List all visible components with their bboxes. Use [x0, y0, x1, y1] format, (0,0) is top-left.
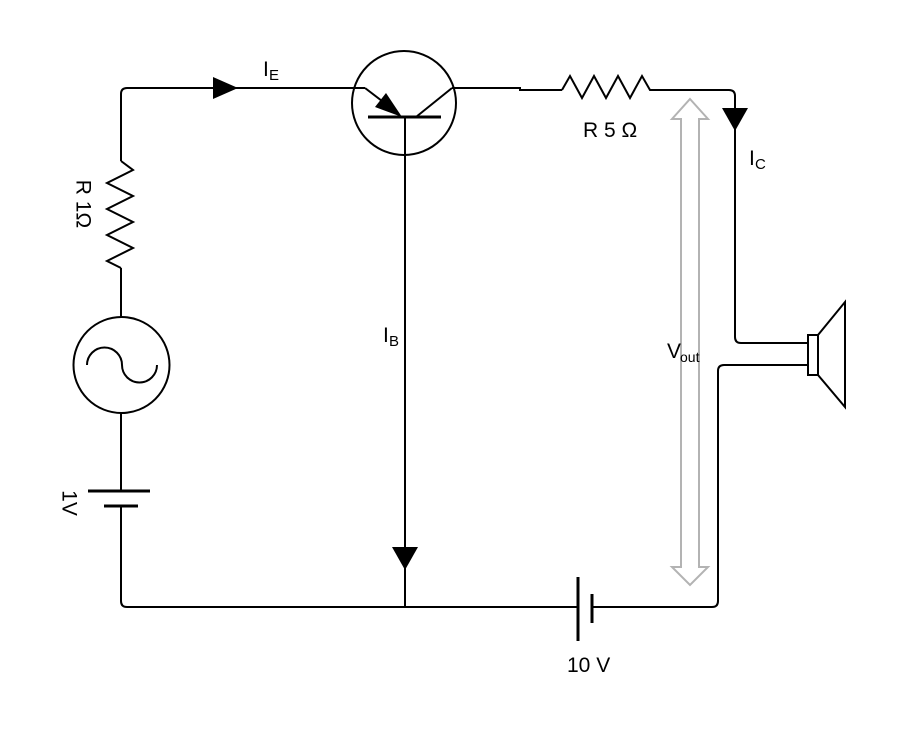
output-resistor-label: R 5 Ω	[583, 119, 637, 142]
output-resistor-zigzag	[561, 73, 656, 101]
supply-battery-label: 10 V	[567, 654, 610, 677]
output-voltage-label: V	[667, 340, 681, 363]
base-current-arrow	[392, 547, 418, 570]
input-resistor-label: R 1Ω	[72, 180, 95, 228]
input-resistor-zigzag	[104, 160, 136, 269]
wire-r5-to-speaker	[656, 89, 808, 344]
speaker-driver-rect	[807, 334, 819, 376]
emitter-current-arrow	[213, 77, 238, 99]
input-source-label: 1V	[58, 490, 81, 516]
collector-current-label-subscript: C	[755, 156, 766, 173]
output-voltage-label-subscript: out	[680, 349, 700, 365]
ac-source-sine-icon	[86, 346, 158, 384]
base-current-label: I	[383, 324, 389, 347]
collector-current-label: I	[749, 147, 755, 170]
emitter-current-label-subscript: E	[269, 67, 279, 84]
wire-collector-to-r5	[452, 87, 562, 91]
collector-current-arrow	[722, 108, 748, 131]
transistor-emitter-arrowhead	[375, 93, 402, 117]
wire-bottom-rail-right-to-speaker	[592, 364, 808, 608]
wire-bottom-rail-left	[120, 507, 578, 608]
wire-input-top	[120, 87, 365, 161]
emitter-current-label: I	[263, 58, 269, 81]
transistor-collector-line	[415, 87, 453, 118]
vout-span-arrow	[669, 97, 711, 587]
speaker-horn	[817, 299, 846, 410]
base-current-label-subscript: B	[389, 333, 399, 350]
